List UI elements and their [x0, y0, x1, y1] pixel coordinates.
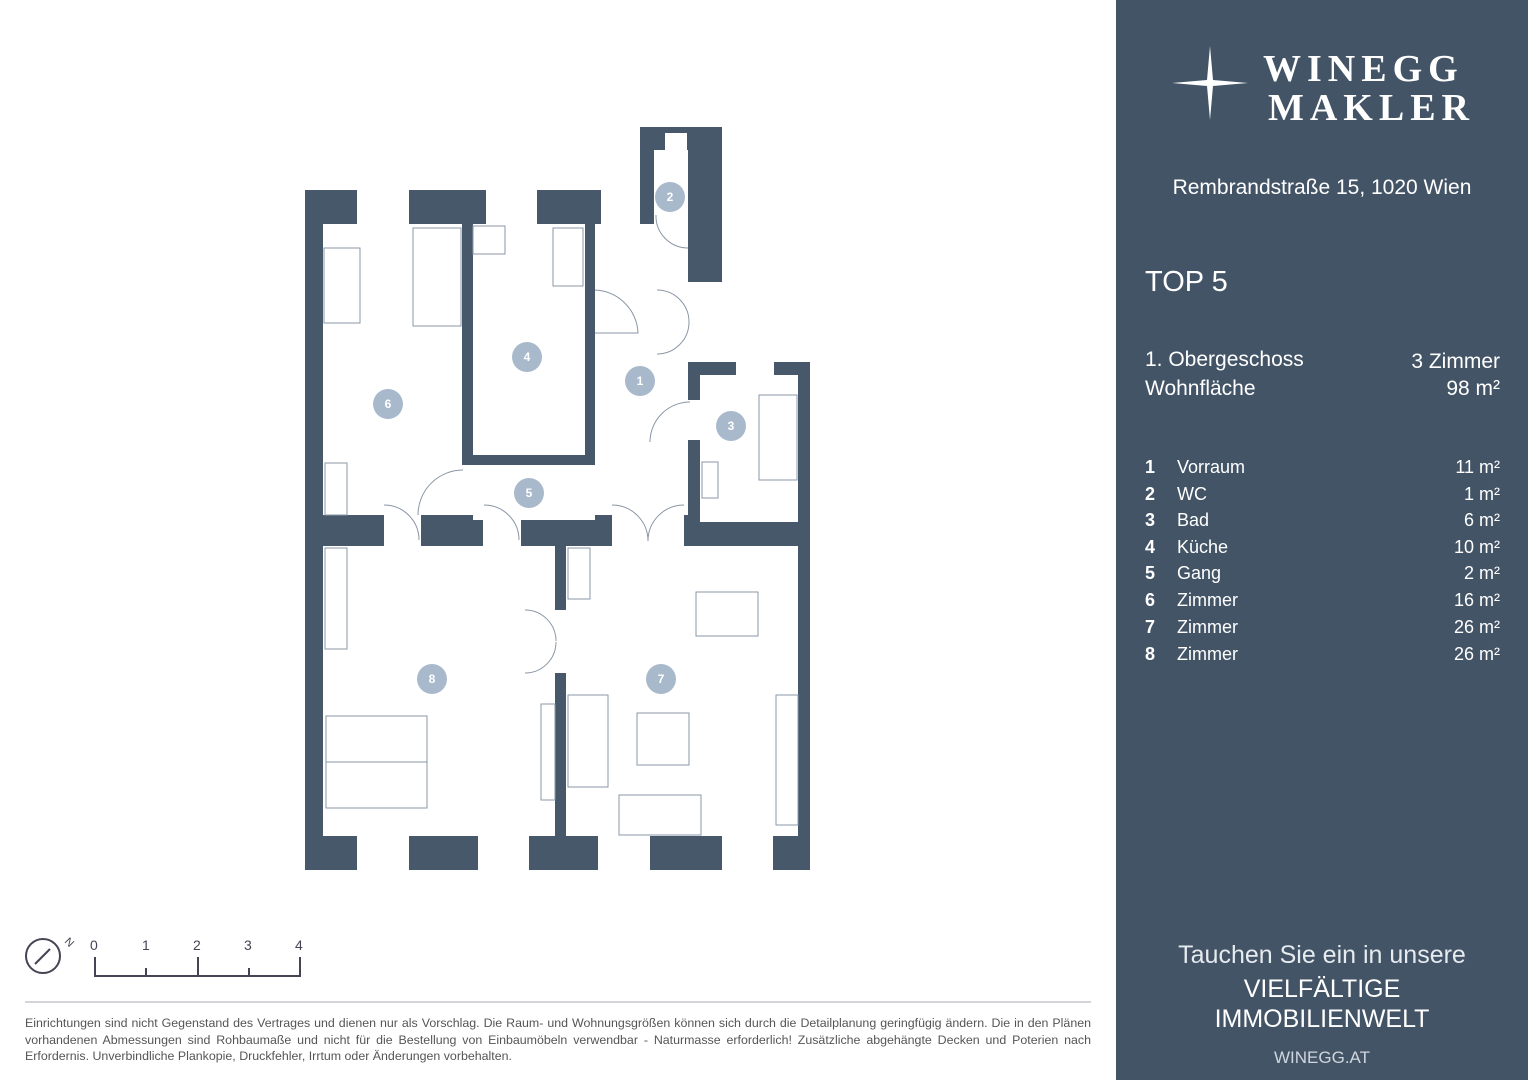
- room-name: Zimmer: [1177, 617, 1238, 637]
- room-num: 8: [1145, 644, 1156, 664]
- brand-subname: MAKLER: [1268, 87, 1475, 129]
- scale-tick: 3: [244, 937, 252, 953]
- room-7: [566, 546, 798, 836]
- furniture: [323, 214, 799, 836]
- window: [736, 362, 774, 375]
- room-area: 26 m²: [1453, 617, 1500, 637]
- scale-tick: 4: [295, 937, 303, 953]
- room-name: Küche: [1177, 537, 1229, 557]
- rooms-count: 3 Zimmer: [1411, 350, 1500, 373]
- room-num: 1: [1145, 457, 1156, 477]
- room-row: 1 Vorraum 11 m²: [1145, 457, 1500, 478]
- marker-2: 2: [667, 190, 674, 204]
- window: [357, 190, 409, 224]
- unit-title: TOP 5: [1145, 266, 1228, 298]
- tagline-strong: VIELFÄLTIGE: [1243, 975, 1401, 1003]
- marker-3: 3: [728, 419, 735, 433]
- room-4: [473, 224, 585, 455]
- area-label: Wohnfläche: [1145, 377, 1256, 400]
- scale-tick: 2: [193, 937, 201, 953]
- room-area: 16 m²: [1453, 590, 1500, 610]
- area-value: 98 m²: [1446, 377, 1500, 400]
- room-markers: [373, 182, 746, 694]
- info-panel: WINEGG MAKLER Rembrandstraße 15, 1020 Wi…: [1116, 0, 1528, 1080]
- room-row: 6 Zimmer 16 m²: [1145, 590, 1500, 611]
- north-label: N: [62, 936, 76, 950]
- floor-plan: 1 2 3 4 5 6 7 8 N: [25, 127, 1091, 1003]
- room-name: Bad: [1177, 510, 1210, 530]
- window: [722, 836, 773, 870]
- room-area: 1 m²: [1464, 484, 1500, 504]
- room-area: 2 m²: [1464, 563, 1500, 583]
- window: [357, 836, 409, 870]
- rooms: [323, 133, 798, 870]
- room-row: 5 Gang 2 m²: [1145, 563, 1500, 584]
- room-row: 2 WC 1 m²: [1145, 484, 1500, 505]
- marker-7: 7: [658, 672, 665, 686]
- website-link[interactable]: WINEGG.AT: [1273, 1048, 1370, 1067]
- window: [598, 836, 650, 870]
- window: [601, 190, 640, 224]
- brand-name: WINEGG: [1263, 48, 1464, 90]
- compass-star-logo-icon: [1172, 46, 1248, 120]
- marker-5: 5: [526, 486, 533, 500]
- room-area: 10 m²: [1453, 537, 1500, 557]
- address: Rembrandstraße 15, 1020 Wien: [1172, 176, 1472, 199]
- room-name: Gang: [1177, 563, 1222, 583]
- room-num: 7: [1145, 617, 1156, 637]
- room-num: 2: [1145, 484, 1156, 504]
- scale-tick: 0: [90, 937, 98, 953]
- room-area: 6 m²: [1464, 510, 1500, 530]
- room-num: 3: [1145, 510, 1156, 530]
- north-arrow-icon: [25, 938, 61, 974]
- marker-8: 8: [429, 672, 436, 686]
- room-num: 6: [1145, 590, 1156, 610]
- floor: 1. Obergeschoss: [1145, 348, 1304, 371]
- tagline: Tauchen Sie ein in unsere: [1178, 941, 1466, 969]
- scale-tick: 1: [142, 937, 150, 953]
- room-area: 26 m²: [1453, 644, 1500, 664]
- room-row: 7 Zimmer 26 m²: [1145, 617, 1500, 638]
- disclaimer: Einrichtungen sind nicht Gegenstand des …: [25, 1016, 1091, 1063]
- marker-6: 6: [385, 397, 392, 411]
- room-num: 5: [1145, 563, 1156, 583]
- scale-bar: [94, 957, 301, 977]
- room-name: Zimmer: [1177, 590, 1238, 610]
- window: [486, 190, 537, 224]
- room-num: 4: [1145, 537, 1156, 557]
- room-3: [700, 375, 798, 522]
- marker-4: 4: [524, 350, 531, 364]
- room-row: 4 Küche 10 m²: [1145, 537, 1500, 558]
- marker-1: 1: [637, 374, 644, 388]
- room-area: 11 m²: [1455, 457, 1500, 477]
- window: [478, 836, 529, 870]
- tagline-strong: IMMOBILIENWELT: [1214, 1005, 1430, 1033]
- room-name: Vorraum: [1177, 457, 1246, 477]
- room-row: 3 Bad 6 m²: [1145, 510, 1500, 531]
- room-name: WC: [1177, 484, 1207, 504]
- window: [665, 133, 687, 150]
- room-name: Zimmer: [1177, 644, 1238, 664]
- room-row: 8 Zimmer 26 m²: [1145, 644, 1500, 665]
